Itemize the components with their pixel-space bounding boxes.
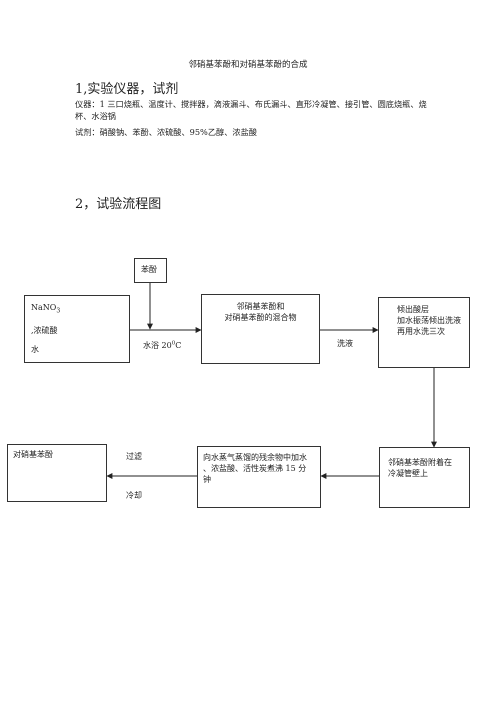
reagents-paragraph: 试剂：硝酸钠、苯酚、浓硫酸、95%乙醇、浓盐酸 xyxy=(75,127,257,137)
wash-liquid-label: 洗液 xyxy=(337,339,353,348)
water-bath-label: 水浴 200C xyxy=(143,340,182,350)
residue-line-2: 、浓盐酸、活性炭煮沸 15 分 xyxy=(203,464,307,473)
residue-line-1: 向水蒸气蒸馏的残余物中加水 xyxy=(203,453,307,462)
para-nitrophenol-box: 对硝基苯酚 xyxy=(7,444,107,502)
ortho-line-1: 邻硝基苯酚附着在 xyxy=(388,458,452,467)
document-title: 邻硝基苯酚和对硝基苯酚的合成 xyxy=(188,60,308,70)
mixture-box: 邻硝基苯酚和 对硝基苯酚的混合物 xyxy=(201,294,320,364)
reagents-input-box: NaNO3 ,浓硫酸 水 xyxy=(24,295,130,363)
ortho-nitrophenol-box: 邻硝基苯酚附着在 冷凝管壁上 xyxy=(379,447,470,508)
input-line-acid: ,浓硫酸 xyxy=(31,325,58,335)
section-heading-materials: 1,实验仪器，试剂 xyxy=(75,82,179,97)
para-label: 对硝基苯酚 xyxy=(13,450,53,459)
filter-label: 过滤 xyxy=(126,452,142,461)
treat-line-2: 加水振荡倾出洗液 xyxy=(397,316,461,325)
section-heading-flowchart: 2，试验流程图 xyxy=(75,197,162,212)
cool-label: 冷却 xyxy=(126,491,142,500)
mixture-line-2: 对硝基苯酚的混合物 xyxy=(224,313,297,322)
wash-treatment-box: 倾出酸层 加水振荡倾出洗液 再用水洗三次 xyxy=(378,297,470,368)
instruments-paragraph: 仪器：1 三口烧瓶、温度计、搅拌器，滴液漏斗、布氏漏斗、直形冷凝管、接引管、圆底… xyxy=(75,99,427,121)
treat-line-1: 倾出酸层 xyxy=(397,305,429,314)
input-line-water: 水 xyxy=(31,344,39,354)
phenol-box: 苯酚 xyxy=(134,258,167,283)
ortho-line-2: 冷凝管壁上 xyxy=(388,469,428,478)
residue-treatment-box: 向水蒸气蒸馏的残余物中加水 、浓盐酸、活性炭煮沸 15 分 钟 xyxy=(197,446,321,508)
phenol-label: 苯酚 xyxy=(141,265,157,274)
mixture-line-1: 邻硝基苯酚和 xyxy=(236,302,285,311)
treat-line-3: 再用水洗三次 xyxy=(397,327,445,336)
residue-line-3: 钟 xyxy=(203,475,211,484)
input-line-nano3: NaNO3 xyxy=(31,303,61,315)
